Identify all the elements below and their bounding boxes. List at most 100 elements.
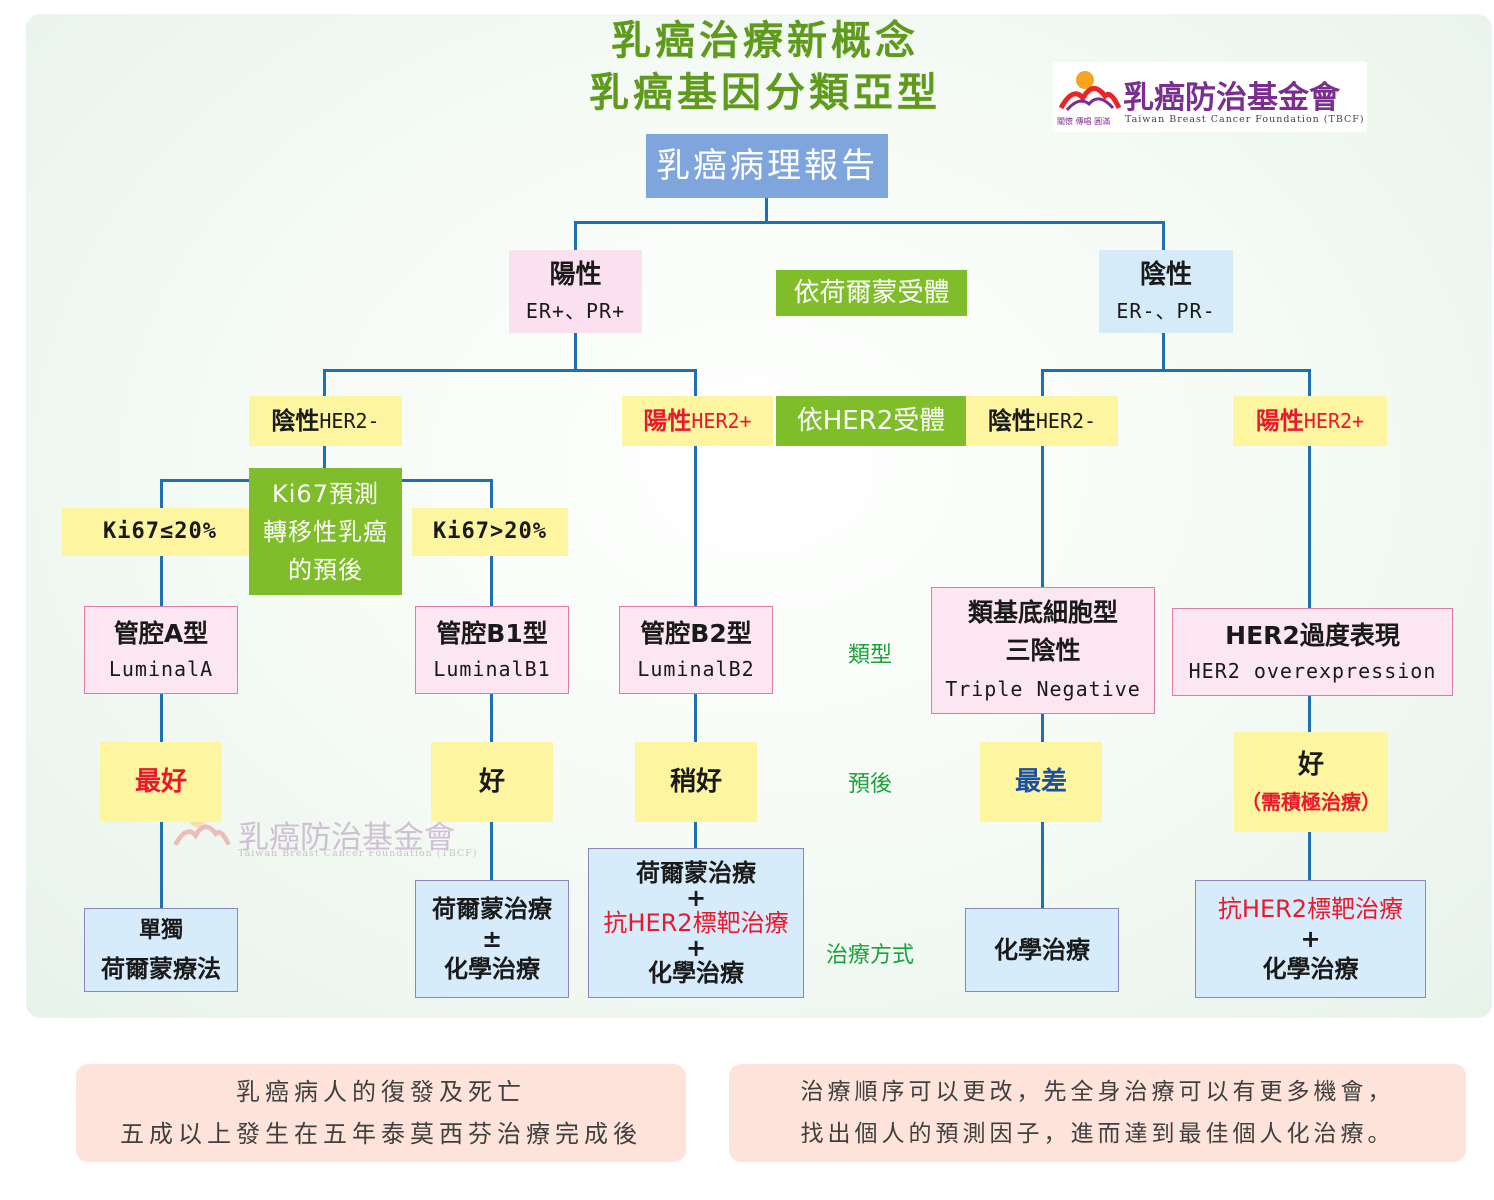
right-her2-negative-prefix: 陰性 <box>987 407 1036 435</box>
subtype-luminal-b2: 管腔B2型 LuminalB2 <box>619 606 773 694</box>
subtype-luminal-b1-en: LuminalB1 <box>433 657 551 682</box>
connector <box>1162 332 1165 372</box>
right-her2-negative-suffix: HER2- <box>1035 408 1097 433</box>
subtype-her2-zh: HER2過度表現 <box>1225 620 1400 650</box>
ki67-high-label: Ki67>20% <box>433 519 547 545</box>
prognosis-side-label: 預後 <box>847 772 892 797</box>
hormone-criterion-text: 依荷爾蒙受體 <box>793 277 950 308</box>
connector <box>694 692 697 744</box>
prognosis-good-her2-label: 好 <box>1297 750 1324 781</box>
subtype-triple-negative-zh1: 類基底細胞型 <box>967 597 1118 627</box>
ki67-note-line1: Ki67預測 <box>272 479 379 508</box>
logo-slogan: 關懷 傳唱 圓滿 <box>1057 117 1111 126</box>
left-her2-positive-prefix: 陽性 <box>643 407 692 435</box>
treatment-luminal-b1-line1: 荷爾蒙治療 <box>432 895 552 923</box>
connector <box>1041 820 1044 910</box>
right-her2-positive-suffix: HER2+ <box>1303 408 1365 433</box>
treatment-luminal-b2-line3: 抗HER2標靶治療 <box>603 908 789 937</box>
prognosis-good-b1-label: 好 <box>478 766 505 797</box>
connector <box>574 221 577 251</box>
connector <box>1041 369 1311 372</box>
ki67-low-label: Ki67≤20% <box>103 519 217 545</box>
treatment-order-note-line2: 找出個人的預測因子，進而達到最佳個人化治療。 <box>800 1121 1395 1147</box>
subtype-her2-en: HER2 overexpression <box>1188 659 1437 684</box>
prognosis-good-her2-sub: （需積極治療） <box>1241 789 1381 814</box>
treatment-her2: 抗HER2標靶治療 + 化學治療 <box>1195 880 1426 998</box>
prognosis-fair-b2-label: 稍好 <box>669 766 722 797</box>
mountain-logo-icon <box>1059 71 1121 112</box>
connector <box>160 556 163 608</box>
connector <box>1162 221 1165 251</box>
connector <box>574 332 577 372</box>
connector <box>694 446 697 608</box>
connector <box>1308 446 1311 610</box>
connector <box>490 820 493 882</box>
prognosis-best: 最好 <box>100 742 222 822</box>
subtype-luminal-b1-zh: 管腔B1型 <box>436 618 548 648</box>
subtype-luminal-b1: 管腔B1型 LuminalB1 <box>415 606 569 694</box>
prognosis-best-label: 最好 <box>134 766 187 797</box>
treatment-luminal-b2: 荷爾蒙治療 + 抗HER2標靶治療 + 化學治療 <box>588 848 804 998</box>
ki67-note-line3: 的預後 <box>288 555 363 584</box>
hormone-positive-node: 陽性 ER+、PR+ <box>509 250 642 333</box>
connector <box>490 692 493 744</box>
connector <box>1308 369 1311 397</box>
treatment-luminal-b1-line2: ± <box>481 925 503 953</box>
treatment-luminal-b2-line1: 荷爾蒙治療 <box>636 858 756 887</box>
connector <box>490 479 493 509</box>
title-line1: 乳癌治療新概念 <box>611 18 919 64</box>
treatment-luminal-a-line2: 荷爾蒙療法 <box>101 955 221 983</box>
treatment-luminal-a: 單獨 荷爾蒙療法 <box>84 908 238 992</box>
treatment-her2-line1: 抗HER2標靶治療 <box>1217 895 1404 923</box>
logo-english: Taiwan Breast Cancer Foundation (TBCF) <box>1125 114 1365 125</box>
recurrence-note-line2: 五成以上發生在五年泰莫西芬治療完成後 <box>120 1120 642 1148</box>
connector <box>765 198 768 223</box>
subtype-luminal-a: 管腔A型 LuminalA <box>84 606 238 694</box>
hormone-positive-label: 陽性 <box>549 259 602 290</box>
subtype-luminal-a-en: LuminalA <box>108 657 214 682</box>
treatment-luminal-b2-line2: + <box>685 883 707 912</box>
recurrence-note: 乳癌病人的復發及死亡 五成以上發生在五年泰莫西芬治療完成後 <box>76 1064 686 1162</box>
recurrence-note-line1: 乳癌病人的復發及死亡 <box>236 1078 526 1106</box>
connector <box>1041 446 1044 588</box>
watermark-logo: 乳癌防治基金會 Taiwan Breast Cancer Foundation … <box>172 808 492 868</box>
connector <box>574 221 1165 224</box>
type-side-label: 類型 <box>847 643 892 668</box>
pathology-report-node: 乳癌病理報告 <box>646 134 888 198</box>
connector <box>323 446 326 482</box>
right-her2-positive-prefix: 陽性 <box>1255 407 1304 435</box>
hormone-criterion-label: 依荷爾蒙受體 <box>776 270 967 316</box>
connector <box>1308 694 1311 734</box>
prognosis-good-her2: 好 （需積極治療） <box>1234 732 1388 832</box>
treatment-luminal-b1: 荷爾蒙治療 ± 化學治療 <box>415 880 569 998</box>
left-her2-positive-suffix: HER2+ <box>691 408 752 433</box>
subtype-luminal-b2-zh: 管腔B2型 <box>640 618 752 648</box>
treatment-side-label: 治療方式 <box>825 943 914 968</box>
ki67-note: Ki67預測 轉移性乳癌 的預後 <box>249 468 402 595</box>
prognosis-worst: 最差 <box>980 742 1102 822</box>
treatment-luminal-a-line1: 單獨 <box>138 918 183 943</box>
connector <box>323 369 326 397</box>
her2-criterion-label: 依HER2受體 <box>776 396 966 446</box>
watermark-name: 乳癌防治基金會 <box>238 820 455 856</box>
hormone-negative-node: 陰性 ER-、PR- <box>1099 250 1233 333</box>
prognosis-worst-label: 最差 <box>1014 766 1067 797</box>
connector <box>694 820 697 850</box>
treatment-luminal-b1-line3: 化學治療 <box>444 955 540 983</box>
watermark-english: Taiwan Breast Cancer Foundation (TBCF) <box>238 848 478 859</box>
pathology-report-label: 乳癌病理報告 <box>656 145 878 186</box>
prognosis-good-b1: 好 <box>431 742 553 822</box>
hormone-positive-sub: ER+、PR+ <box>525 299 626 324</box>
connector <box>1041 369 1044 397</box>
connector <box>1308 830 1311 882</box>
logo-name: 乳癌防治基金會 <box>1123 80 1340 116</box>
treatment-triple-negative-line1: 化學治療 <box>994 936 1090 964</box>
connector <box>160 479 163 509</box>
ki67-high-node: Ki67>20% <box>412 508 568 556</box>
ki67-low-node: Ki67≤20% <box>62 508 258 556</box>
connector <box>160 820 163 910</box>
